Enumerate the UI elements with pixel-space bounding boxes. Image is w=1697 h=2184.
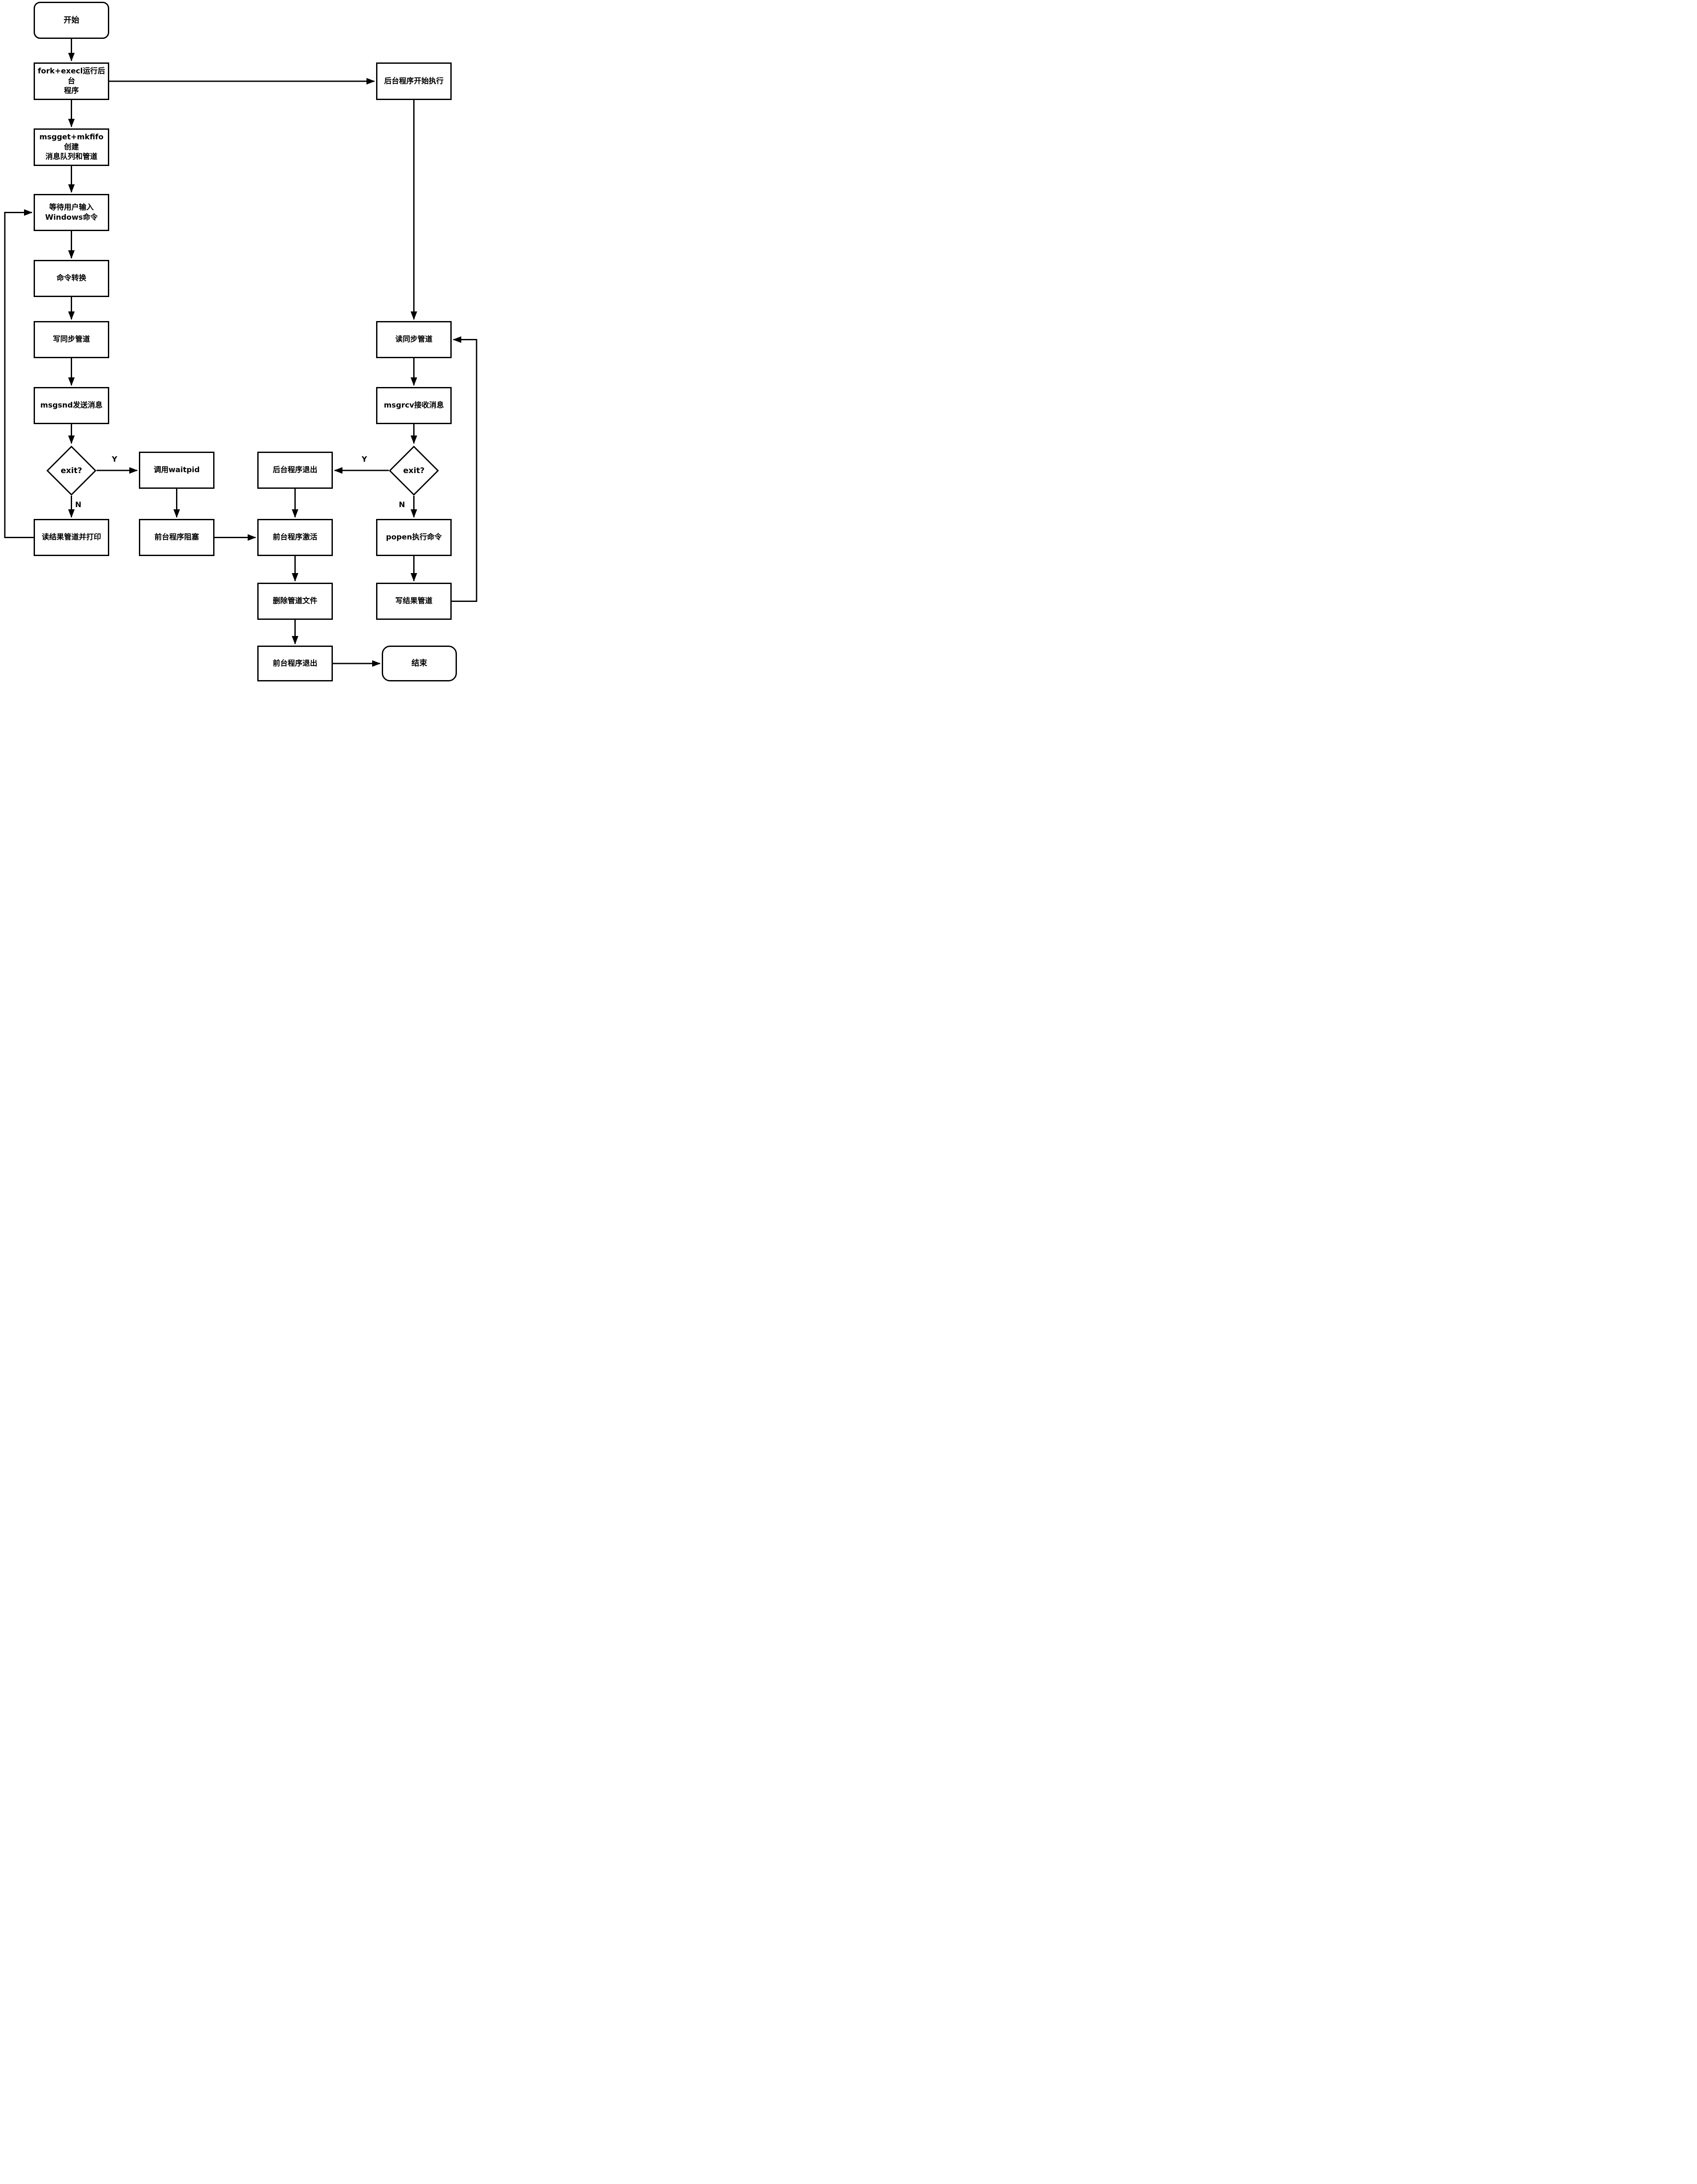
node-foreground-activate: 前台程序激活 xyxy=(257,519,333,556)
node-read-sync-pipe: 读同步管道 xyxy=(376,321,452,358)
connector-layer xyxy=(4,39,477,667)
node-read-result-pipe-print: 读结果管道并打印 xyxy=(34,519,109,556)
node-command-convert: 命令转换 xyxy=(34,260,109,297)
node-msgrcv-receive: msgrcv接收消息 xyxy=(376,387,452,424)
node-foreground-block: 前台程序阻塞 xyxy=(139,519,214,556)
decision-exit-background: exit? xyxy=(389,446,439,496)
node-end: 结束 xyxy=(382,646,457,681)
branch-label-foreground-no: N xyxy=(75,501,82,509)
decision-exit-background-label: exit? xyxy=(403,466,425,475)
branch-label-foreground-yes: Y xyxy=(112,455,118,464)
node-write-result-pipe: 写结果管道 xyxy=(376,583,452,620)
node-foreground-exit: 前台程序退出 xyxy=(257,646,333,681)
edge-writeresult-loop-to-readsync xyxy=(452,336,477,602)
node-wait-user-input: 等待用户输入 Windows命令 xyxy=(34,194,109,231)
decision-exit-foreground: exit? xyxy=(46,446,97,496)
node-call-waitpid: 调用waitpid xyxy=(139,452,214,489)
branch-label-background-no: N xyxy=(399,501,405,509)
branch-label-background-yes: Y xyxy=(362,455,367,464)
node-fork-execl-run-background: fork+execl运行后台 程序 xyxy=(34,62,109,100)
flowchart-canvas: 开始 fork+execl运行后台 程序 msgget+mkfifo创建 消息队… xyxy=(0,0,480,683)
node-msgget-mkfifo-create: msgget+mkfifo创建 消息队列和管道 xyxy=(34,128,109,166)
node-background-exit: 后台程序退出 xyxy=(257,452,333,489)
edge-readresult-loop-to-wait xyxy=(4,209,34,538)
node-popen-exec-command: popen执行命令 xyxy=(376,519,452,556)
node-delete-pipe-file: 删除管道文件 xyxy=(257,583,333,620)
node-write-sync-pipe: 写同步管道 xyxy=(34,321,109,358)
node-start: 开始 xyxy=(34,2,109,39)
node-background-start: 后台程序开始执行 xyxy=(376,62,452,100)
node-msgsnd-send: msgsnd发送消息 xyxy=(34,387,109,424)
decision-exit-foreground-label: exit? xyxy=(60,466,83,475)
